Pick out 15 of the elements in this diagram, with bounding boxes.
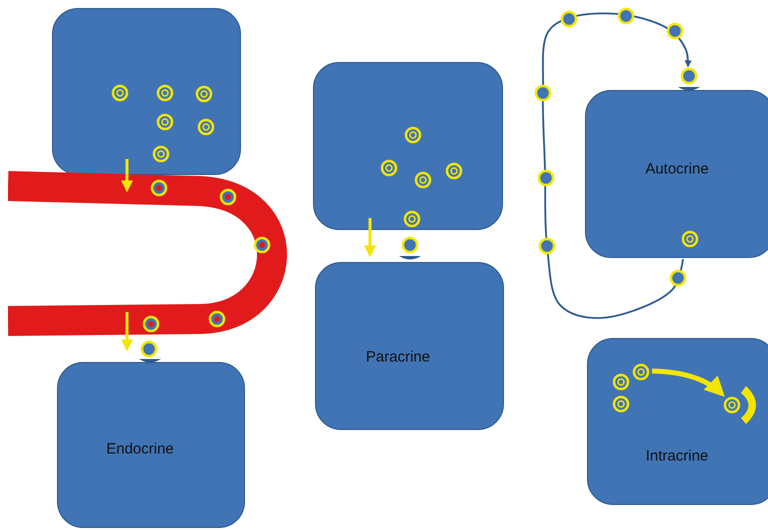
cell-box — [587, 338, 768, 505]
cell-label: Endocrine — [106, 440, 174, 458]
cell-box — [585, 90, 768, 258]
cell-label: Intracrine — [646, 448, 708, 464]
arrow — [121, 312, 133, 352]
blood-vessel-drawing — [8, 171, 288, 337]
cell-label: Paracrine — [366, 348, 430, 366]
cell-box — [313, 62, 503, 230]
cell-label: Autocrine — [645, 160, 709, 178]
cell-box — [57, 362, 245, 528]
arrow — [364, 218, 376, 258]
arrow — [542, 12, 692, 319]
cell-box — [315, 262, 504, 430]
cell-box — [52, 8, 241, 175]
arrow — [121, 159, 133, 192]
